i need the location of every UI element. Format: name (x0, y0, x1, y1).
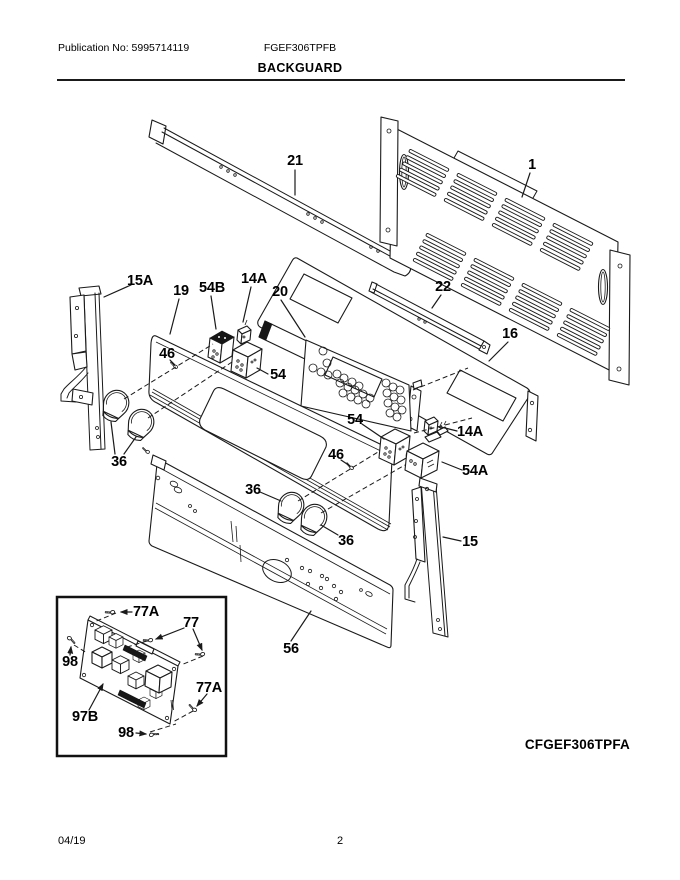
part-callout-77a-top: 77A (133, 604, 159, 620)
section-title: BACKGUARD (257, 61, 343, 75)
alignment-dash-lines (123, 343, 473, 514)
part-callout-97b: 97B (72, 709, 98, 725)
part-19-control-panel (148, 335, 393, 532)
part-callout-20: 20 (272, 284, 288, 300)
model-number: FGEF306TPFB (263, 42, 337, 54)
part-callout-54-right: 54 (347, 412, 363, 428)
inset-control-board-box (55, 595, 228, 758)
part-16-glass-panel (257, 257, 539, 456)
part-callout-77a-right: 77A (196, 680, 222, 696)
part-callout-19: 19 (173, 283, 189, 299)
part-callout-98-left: 98 (62, 654, 78, 670)
part-54-switch-left (230, 341, 263, 379)
part-callout-56: 56 (283, 641, 299, 657)
part-callout-15: 15 (462, 534, 478, 550)
part-20-control-assembly (258, 320, 423, 432)
part-callout-54-left: 54 (270, 367, 286, 383)
part-56-rear-panel (140, 446, 394, 649)
part-callout-36-right: 36 (338, 533, 354, 549)
part-callout-46-left: 46 (159, 346, 175, 362)
part-callout-36-left: 36 (111, 454, 127, 470)
inset-dash-lines (73, 612, 204, 733)
footer-page-number: 2 (336, 835, 344, 847)
part-1-vent-panel (379, 116, 631, 386)
part-14a-bracket-top (236, 319, 252, 345)
part-22-trim-bar (368, 281, 491, 355)
part-callout-22: 22 (435, 279, 451, 295)
callout-leader-lines (67, 169, 531, 737)
publication-number: Publication No: 5995714119 (58, 42, 190, 54)
part-97b-control-board (79, 615, 181, 725)
part-callout-46-center: 46 (328, 447, 344, 463)
header-rule (57, 79, 625, 81)
part-54-switch-right (378, 428, 411, 466)
variant-code: CFGEF306TPFA (524, 737, 630, 752)
part-callout-98-bottom: 98 (118, 725, 134, 741)
part-21-trim-strip (148, 119, 412, 277)
part-15-side-trim (404, 477, 449, 638)
part-callout-14a-right: 14A (457, 424, 483, 440)
part-callout-16: 16 (502, 326, 518, 342)
part-callout-77: 77 (183, 615, 199, 631)
part-callout-21: 21 (287, 153, 303, 169)
part-callout-36-mid: 36 (245, 482, 261, 498)
part-callout-54a: 54A (462, 463, 488, 479)
part-54a-switch (404, 420, 449, 479)
part-callout-54b: 54B (199, 280, 225, 296)
part-54b-switch (207, 330, 235, 364)
footer-date: 04/19 (58, 835, 86, 847)
part-callout-14a-top: 14A (241, 271, 267, 287)
part-15a-side-trim (60, 285, 106, 451)
part-callout-15a: 15A (127, 273, 153, 289)
part-callout-1: 1 (528, 157, 536, 173)
